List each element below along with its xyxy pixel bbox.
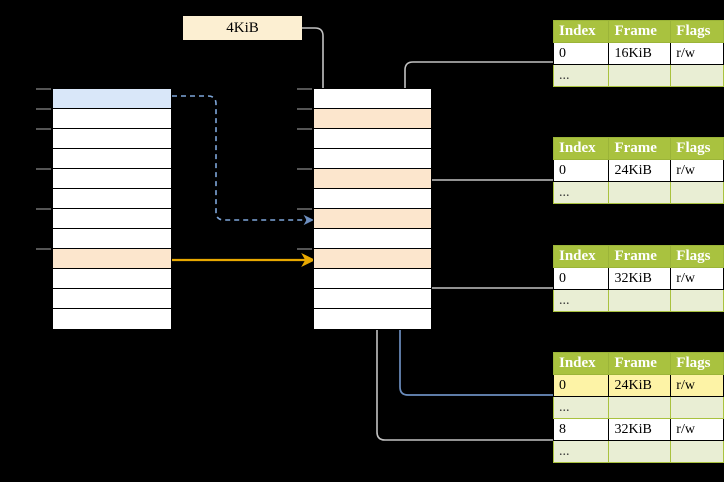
virtual-page-row[interactable] <box>53 229 171 249</box>
virtual-page-row[interactable] <box>53 309 171 329</box>
table-row-ellipsis[interactable]: ... <box>552 289 724 312</box>
table-row[interactable]: 8 32KiB r/w <box>552 418 724 441</box>
frame-tick <box>297 248 312 250</box>
address-tick <box>36 168 51 170</box>
cell-flags: r/w <box>670 42 724 65</box>
column-header-frame: Frame <box>608 245 672 268</box>
cell-flags <box>670 64 724 87</box>
cell-frame <box>608 289 672 312</box>
cell-index: 8 <box>552 418 610 441</box>
virtual-page-row[interactable] <box>53 249 171 269</box>
physical-frame-row[interactable] <box>314 109 431 129</box>
virtual-page-row[interactable] <box>53 109 171 129</box>
column-header-frame: Frame <box>608 352 672 375</box>
frame-tick <box>297 208 312 210</box>
address-tick <box>36 108 51 110</box>
cell-frame: 32KiB <box>608 418 672 441</box>
physical-frame-row[interactable] <box>314 129 431 149</box>
frame-tick <box>297 168 312 170</box>
virtual-page-row[interactable] <box>53 189 171 209</box>
page-table-level-1: Index Frame Flags 0 24KiB r/w ... <box>552 137 724 204</box>
table-row[interactable]: 0 16KiB r/w <box>552 42 724 65</box>
page-table-level-3: Index Frame Flags 0 24KiB r/w ... 8 32Ki… <box>552 352 724 463</box>
column-header-index: Index <box>552 137 610 160</box>
address-tick <box>36 208 51 210</box>
physical-frame-row[interactable] <box>314 269 431 289</box>
page-table-level-0: Index Frame Flags 0 16KiB r/w ... <box>552 20 724 87</box>
table-header-row: Index Frame Flags <box>552 245 724 268</box>
virtual-page-row[interactable] <box>53 209 171 229</box>
cell-index: ... <box>552 181 610 204</box>
column-header-frame: Frame <box>608 20 672 43</box>
table-row-ellipsis[interactable]: ... <box>552 64 724 87</box>
address-tick <box>36 128 51 130</box>
cell-frame: 24KiB <box>608 159 672 182</box>
physical-frame-row[interactable] <box>314 309 431 329</box>
cell-frame <box>608 181 672 204</box>
column-header-flags: Flags <box>670 245 724 268</box>
cell-frame <box>608 440 672 463</box>
cell-flags: r/w <box>670 267 724 290</box>
virtual-address-space-column <box>52 88 172 330</box>
cell-frame: 24KiB <box>608 374 672 397</box>
frame-tick <box>297 88 312 90</box>
virtual-page-row[interactable] <box>53 289 171 309</box>
table-row-ellipsis[interactable]: ... <box>552 396 724 419</box>
table-header-row: Index Frame Flags <box>552 137 724 160</box>
column-header-flags: Flags <box>670 352 724 375</box>
physical-address-space-column <box>313 88 432 330</box>
cell-index: ... <box>552 64 610 87</box>
cell-frame: 32KiB <box>608 267 672 290</box>
page-table-level-2: Index Frame Flags 0 32KiB r/w ... <box>552 245 724 312</box>
cell-index: 0 <box>552 159 610 182</box>
cell-frame: 16KiB <box>608 42 672 65</box>
frame-tick <box>297 108 312 110</box>
frame-tick <box>297 128 312 130</box>
virtual-page-row[interactable] <box>53 129 171 149</box>
physical-frame-row[interactable] <box>314 249 431 269</box>
cell-index: 0 <box>552 267 610 290</box>
cell-flags: r/w <box>670 374 724 397</box>
column-header-flags: Flags <box>670 20 724 43</box>
cell-index: ... <box>552 289 610 312</box>
cell-frame <box>608 64 672 87</box>
cell-flags <box>670 440 724 463</box>
physical-frame-row[interactable] <box>314 149 431 169</box>
cell-index: ... <box>552 396 610 419</box>
cell-frame <box>608 396 672 419</box>
table-row[interactable]: 0 32KiB r/w <box>552 267 724 290</box>
physical-frame-row[interactable] <box>314 289 431 309</box>
virtual-page-row[interactable] <box>53 169 171 189</box>
page-size-label: 4KiB <box>183 16 302 40</box>
physical-frame-row[interactable] <box>314 209 431 229</box>
cell-flags <box>670 181 724 204</box>
physical-frame-row[interactable] <box>314 89 431 109</box>
virtual-page-row[interactable] <box>53 89 171 109</box>
physical-frame-row[interactable] <box>314 169 431 189</box>
table-row-highlighted[interactable]: 0 24KiB r/w <box>552 374 724 397</box>
table-row-ellipsis[interactable]: ... <box>552 440 724 463</box>
column-header-index: Index <box>552 352 610 375</box>
physical-frame-row[interactable] <box>314 229 431 249</box>
virtual-page-row[interactable] <box>53 149 171 169</box>
cell-flags: r/w <box>670 159 724 182</box>
cell-index: 0 <box>552 42 610 65</box>
address-tick <box>36 88 51 90</box>
column-header-flags: Flags <box>670 137 724 160</box>
cell-flags: r/w <box>670 418 724 441</box>
table-header-row: Index Frame Flags <box>552 20 724 43</box>
column-header-frame: Frame <box>608 137 672 160</box>
physical-frame-row[interactable] <box>314 189 431 209</box>
table-row-ellipsis[interactable]: ... <box>552 181 724 204</box>
column-header-index: Index <box>552 20 610 43</box>
cell-flags <box>670 289 724 312</box>
column-header-index: Index <box>552 245 610 268</box>
virtual-page-row[interactable] <box>53 269 171 289</box>
table-row[interactable]: 0 24KiB r/w <box>552 159 724 182</box>
table-header-row: Index Frame Flags <box>552 352 724 375</box>
cell-index: ... <box>552 440 610 463</box>
address-tick <box>36 248 51 250</box>
cell-index: 0 <box>552 374 610 397</box>
cell-flags <box>670 396 724 419</box>
